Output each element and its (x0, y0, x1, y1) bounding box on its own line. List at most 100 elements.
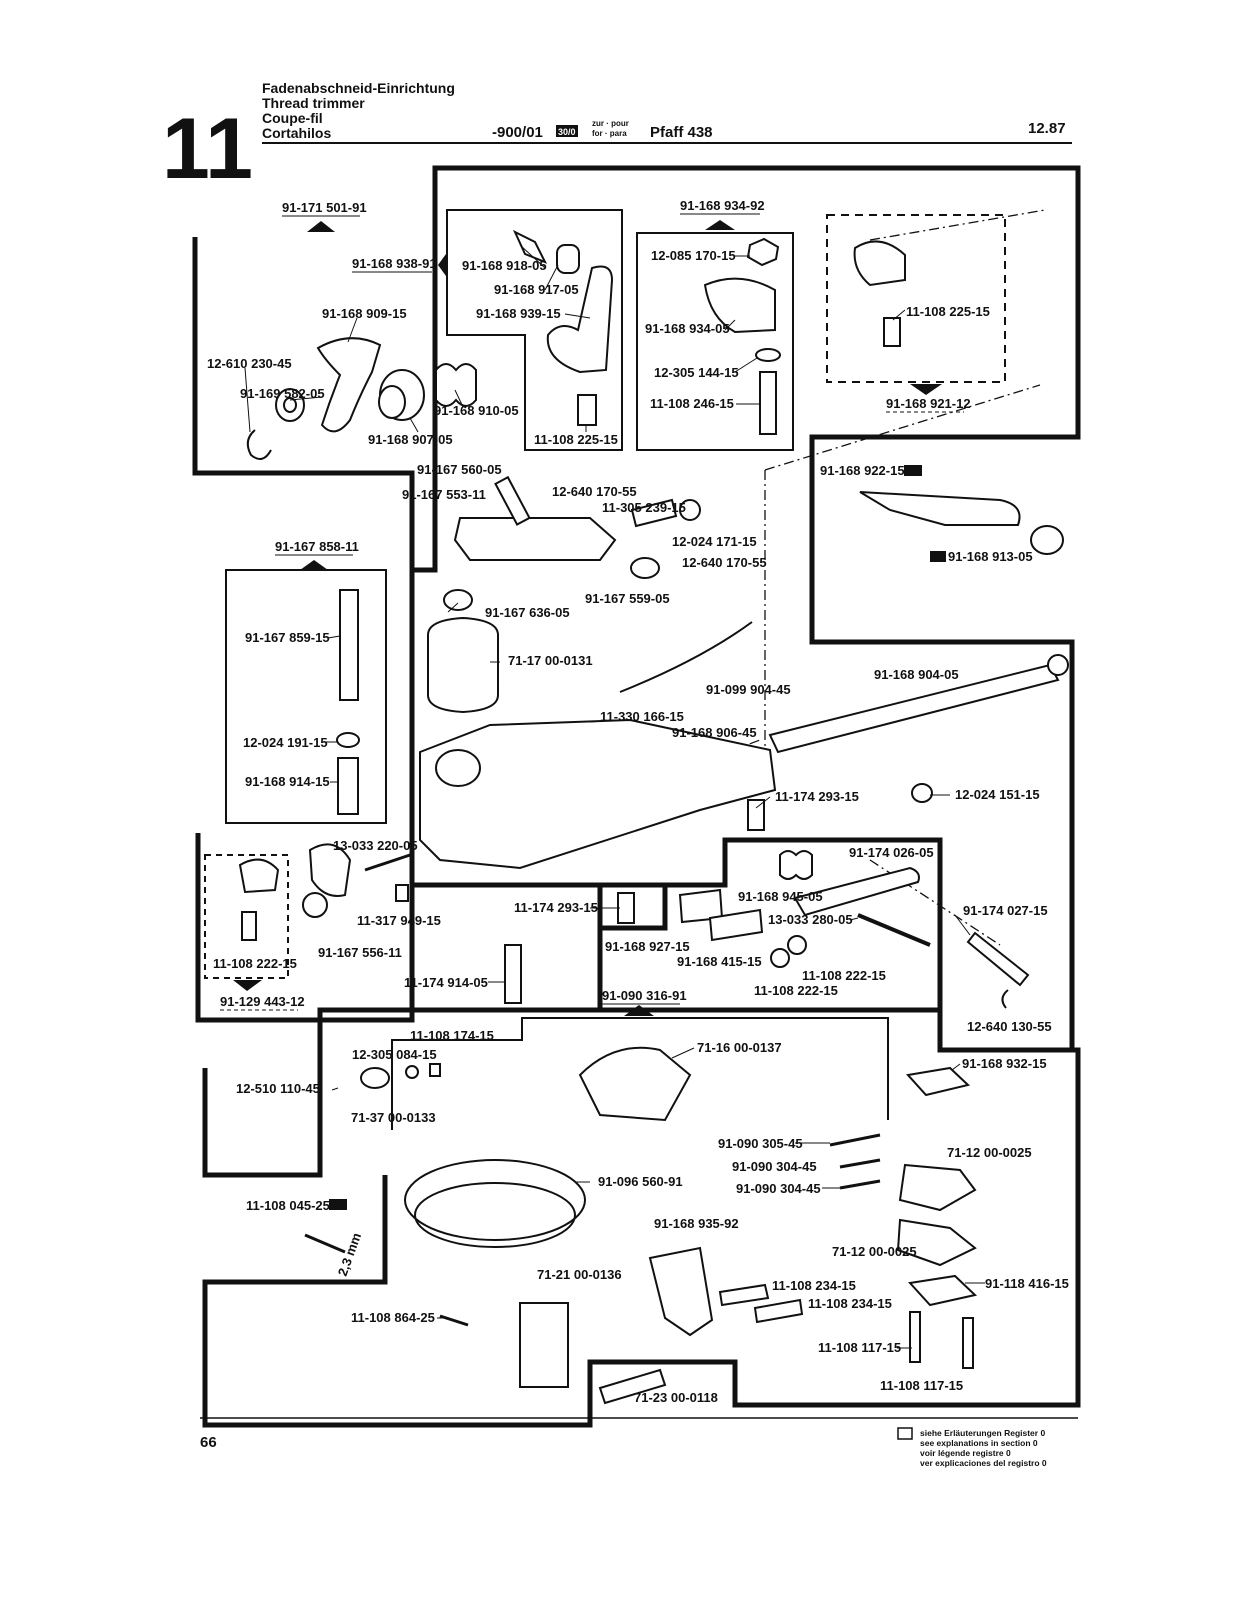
switch-0025-b (896, 1218, 977, 1267)
cam-220 (308, 843, 352, 897)
nut-170 (746, 237, 780, 267)
crank-939 (546, 265, 614, 374)
washer-144 (755, 348, 781, 362)
marker-316-91 (624, 1005, 654, 1016)
part-label: 71-21 00-0136 (537, 1267, 622, 1282)
group-label: 91-168 938-91 (352, 256, 437, 271)
part-label: 11-108 117-15 (880, 1378, 963, 1393)
ring-130 (1001, 989, 1009, 1009)
screw-222-c (770, 948, 790, 968)
part-label: 12-024 191-15 (243, 735, 328, 750)
part-label: 91-168 922-15 (820, 463, 905, 478)
pin-280 (857, 913, 931, 947)
part-label: 11-108 117-15 (818, 1340, 901, 1355)
part-label: 12-640 170-55 (552, 484, 637, 499)
part-label: 91-168 939-15 (476, 306, 561, 321)
part-label: 11-174 914-05 (404, 975, 488, 990)
part-label: 91-099 904-45 (706, 682, 791, 697)
part-label: 91-096 560-91 (598, 1174, 683, 1189)
part-label: 11-305 239-15 (602, 500, 686, 515)
part-label: 91-168 918-05 (462, 258, 547, 273)
part-label: 91-174 027-15 (963, 903, 1048, 918)
legend-line: voir légende registre 0 (920, 1448, 1011, 1458)
nut-171 (679, 499, 701, 521)
switch-0025-a (898, 1163, 977, 1212)
screw-239 (630, 498, 678, 528)
group-markers (233, 220, 942, 1016)
pin-220 (364, 853, 411, 872)
part-label: 11-174 293-15 (775, 789, 859, 804)
part-label: 91-168 906-45 (672, 725, 757, 740)
part-label: 11-108 225-15 (534, 432, 618, 447)
legend-line: siehe Erläuterungen Register 0 (920, 1428, 1045, 1438)
edition-date: 12.87 (1028, 120, 1066, 137)
part-label: 11-317 949-15 (357, 913, 441, 928)
spacer-914 (337, 757, 359, 815)
clamp-934 (703, 277, 776, 334)
part-label: 11-330 166-15 (600, 709, 684, 724)
group-label: 91-090 316-91 (602, 988, 687, 1003)
shaft-904 (768, 663, 1060, 754)
legend-line: see explanations in section 0 (920, 1438, 1038, 1448)
cable-904 (619, 621, 753, 693)
retaining-ring (246, 429, 272, 460)
part-label: 11-108 222-15 (213, 956, 297, 971)
part-label: 91-167 859-15 (245, 630, 330, 645)
nut-191 (336, 732, 360, 748)
screw-222-a (241, 911, 257, 941)
spring-945 (779, 850, 813, 880)
group-outlines (192, 165, 1081, 1428)
bracket-553 (453, 517, 617, 561)
clamp-collar (853, 240, 906, 287)
marker-171-501 (307, 221, 335, 232)
part-label: 91-168 935-92 (654, 1216, 739, 1231)
part-label: 91-168 914-15 (245, 774, 330, 789)
part-label: 12-610 230-45 (207, 356, 292, 371)
screw-293-b (617, 892, 635, 924)
part-label: 12-085 170-15 (651, 248, 736, 263)
part-label: 91-090 305-45 (718, 1136, 803, 1151)
screw-117-b (962, 1317, 974, 1369)
label-badges (329, 465, 946, 1210)
model-badge-box (556, 125, 578, 137)
part-label: 91-174 026-05 (849, 845, 934, 860)
lever-026 (793, 866, 920, 917)
pin-304-a (839, 1158, 881, 1169)
title-es: Cortahilos (262, 125, 331, 141)
part-label: 11-108 246-15 (650, 396, 734, 411)
part-label: 12-305 144-15 (654, 365, 739, 380)
screw-246 (759, 371, 777, 435)
main-body (419, 718, 777, 870)
screw-864 (439, 1314, 469, 1327)
part-label: 91-168 934-05 (645, 321, 730, 336)
part-label: 11-108 174-15 (410, 1028, 494, 1043)
part-label: 12-510 110-45 (236, 1081, 320, 1096)
part-label: 91-168 910-05 (434, 403, 519, 418)
spring (435, 363, 477, 407)
ring-636 (443, 589, 473, 611)
screw-234-b (753, 1298, 804, 1324)
screw-225-a (577, 394, 597, 426)
screw-949 (395, 884, 409, 902)
trigger-lever (316, 337, 382, 433)
plug-0137 (578, 1046, 692, 1122)
part-label: 91-167 553-11 (402, 487, 486, 502)
part-label-layer: 91-168 918-05 91-168 917-05 91-168 939-1… (207, 248, 1069, 1405)
part-label: 11-174 293-15 (514, 900, 598, 915)
box-938-91 (446, 209, 623, 451)
fuse-0118 (598, 1368, 667, 1405)
pad-416 (908, 1274, 978, 1307)
part-label: 13-033 220-05 (333, 838, 418, 853)
connector-935 (648, 1246, 714, 1337)
group-label: 91-168 934-92 (680, 198, 765, 213)
part-label: 91-090 304-45 (736, 1181, 821, 1196)
lever-922 (859, 491, 1021, 526)
part-label: 91-169 582-05 (240, 386, 325, 401)
part-label: 91-167 556-11 (318, 945, 402, 960)
part-label: 71-17 00-0131 (508, 653, 593, 668)
outline-bottom (202, 882, 1081, 1428)
group-label: 91-129 443-12 (220, 994, 305, 1009)
part-label: 71-12 00-0025 (947, 1145, 1032, 1160)
nut-151 (911, 783, 933, 803)
title-fr: Coupe-fil (262, 110, 323, 126)
